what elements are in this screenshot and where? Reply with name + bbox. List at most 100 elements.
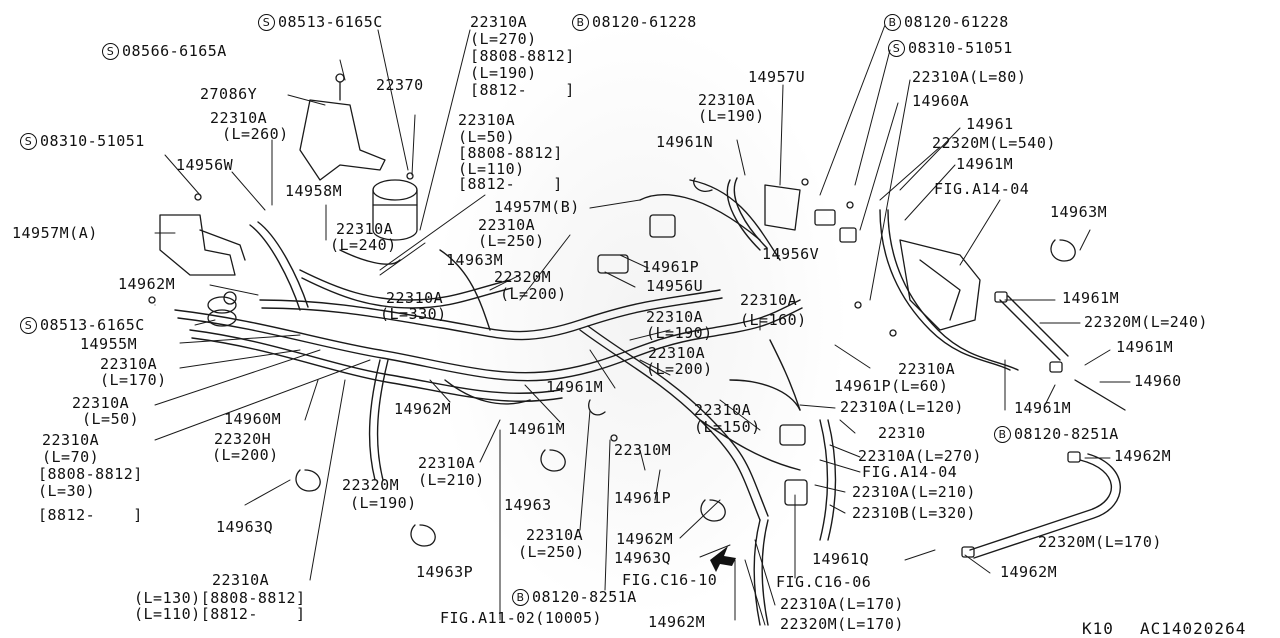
label-length: (L=190) (646, 324, 713, 342)
label-22310A: 22310A (212, 571, 270, 589)
bolt-symbol-icon: B (572, 14, 589, 31)
label-22310A: 22310A (418, 454, 476, 472)
label-14961P: 14961P (614, 489, 672, 507)
label-fig-c16-06: FIG.C16-06 (776, 573, 872, 591)
label-22310A: 22310A (648, 344, 706, 362)
label-27086Y: 27086Y (200, 85, 258, 103)
label-22320M-L240: 22320M(L=240) (1084, 313, 1208, 331)
bolt-symbol-icon: B (994, 426, 1011, 443)
label-22310A: 22310A (740, 291, 798, 309)
label-22310A: 22310A (694, 401, 752, 419)
label-length: (L=260) (222, 125, 289, 143)
label-22320M-L170: 22320M(L=170) (780, 615, 904, 633)
screw-symbol-icon: S (888, 40, 905, 57)
label-length: (L=250) (478, 232, 545, 250)
label-22310B-L320: 22310B(L=320) (852, 504, 976, 522)
label-14962M: 14962M (118, 275, 176, 293)
label-22310A: 22310A (72, 394, 130, 412)
label-14957U: 14957U (748, 68, 806, 86)
label-date-range: [8808-8812] (458, 144, 563, 162)
label-22310A-L270: 22310A(L=270) (858, 447, 982, 465)
label-14961M: 14961M (1062, 289, 1120, 307)
label-22310A: 22310A (698, 91, 756, 109)
label-length: (L=150) (694, 418, 761, 436)
label-length: (L=50) (82, 410, 140, 428)
label-22310A: 22310A (478, 216, 536, 234)
label-date-range: [8812- ] (470, 81, 575, 99)
label-14958M: 14958M (285, 182, 343, 200)
label-length: (L=200) (212, 446, 279, 464)
label-date-range: [8812- ] (38, 506, 143, 524)
label-14962M: 14962M (394, 400, 452, 418)
label-fig-a11-02: FIG.A11-02(10005) (440, 609, 603, 627)
label-22370: 22370 (376, 76, 424, 94)
page-code-left: K10 (1082, 619, 1114, 638)
label-14963M: 14963M (446, 251, 504, 269)
screw-symbol-icon: S (102, 43, 119, 60)
label-22320M: 22320M (342, 476, 400, 494)
label-14957M-A: 14957M(A) (12, 224, 98, 242)
label-length: (L=190) (470, 64, 537, 82)
label-22310A-L170: 22310A(L=170) (780, 595, 904, 613)
label-22320M: 22320M (494, 268, 552, 286)
label-14960M: 14960M (224, 410, 282, 428)
label-14956U: 14956U (646, 277, 704, 295)
label-14956W: 14956W (176, 156, 234, 174)
label-22320H: 22320H (214, 430, 272, 448)
label-22310: 22310 (878, 424, 926, 442)
label-22310A: 22310A (100, 355, 158, 373)
label-14961P-L60: 14961P(L=60) (834, 377, 949, 395)
label-fig-c16-10: FIG.C16-10 (622, 571, 718, 589)
label-14960A: 14960A (912, 92, 970, 110)
label-fig-a14-04: FIG.A14-04 (862, 463, 958, 481)
label-14963P: 14963P (416, 563, 474, 581)
label-22310A: 22310A (386, 289, 444, 307)
label-14962M: 14962M (648, 613, 706, 631)
label-length: (L=330) (380, 305, 447, 323)
label-14961M: 14961M (546, 378, 604, 396)
label-14962M: 14962M (616, 530, 674, 548)
label-22310A: 22310A (898, 360, 956, 378)
label-14961N: 14961N (656, 133, 714, 151)
label-14961M: 14961M (1116, 338, 1174, 356)
label-14961M: 14961M (956, 155, 1014, 173)
label-22310A: 22310A (42, 431, 100, 449)
label-22310A: 22310A (336, 220, 394, 238)
label-14963Q: 14963Q (216, 518, 274, 536)
label-22310A: 22310A (210, 109, 268, 127)
label-14957M-B: 14957M(B) (494, 198, 580, 216)
label-14961M: 14961M (1014, 399, 1072, 417)
label-length-date: (L=130)[8808-8812] (134, 589, 306, 607)
label-22310A-L120: 22310A(L=120) (840, 398, 964, 416)
label-14956V: 14956V (762, 245, 820, 263)
label-22310A-L80: 22310A(L=80) (912, 68, 1027, 86)
label-length: (L=200) (500, 285, 567, 303)
label-length: (L=270) (470, 30, 537, 48)
label-fig-a14-04: FIG.A14-04 (934, 180, 1030, 198)
label-14963Q: 14963Q (614, 549, 672, 567)
label-length: (L=250) (518, 543, 585, 561)
front-arrow-icon (710, 546, 736, 572)
label-date-range: [8808-8812] (38, 465, 143, 483)
label-14955M: 14955M (80, 335, 138, 353)
label-14961P: 14961P (642, 258, 700, 276)
label-length: (L=170) (100, 371, 167, 389)
label-22310M: 22310M (614, 441, 672, 459)
hose-bundle (174, 177, 1121, 626)
label-date-range: [8812- ] (458, 175, 563, 193)
label-length: (L=190) (350, 494, 417, 512)
label-14961Q: 14961Q (812, 550, 870, 568)
label-length: (L=210) (418, 471, 485, 489)
label-22320M-L170: 22320M(L=170) (1038, 533, 1162, 551)
leader-lines (154, 24, 1131, 626)
label-length-date: (L=110)[8812- ] (134, 605, 306, 623)
page-code-right: AC14020264 (1140, 619, 1247, 638)
label-length: (L=190) (698, 107, 765, 125)
label-22310A: 22310A (526, 526, 584, 544)
